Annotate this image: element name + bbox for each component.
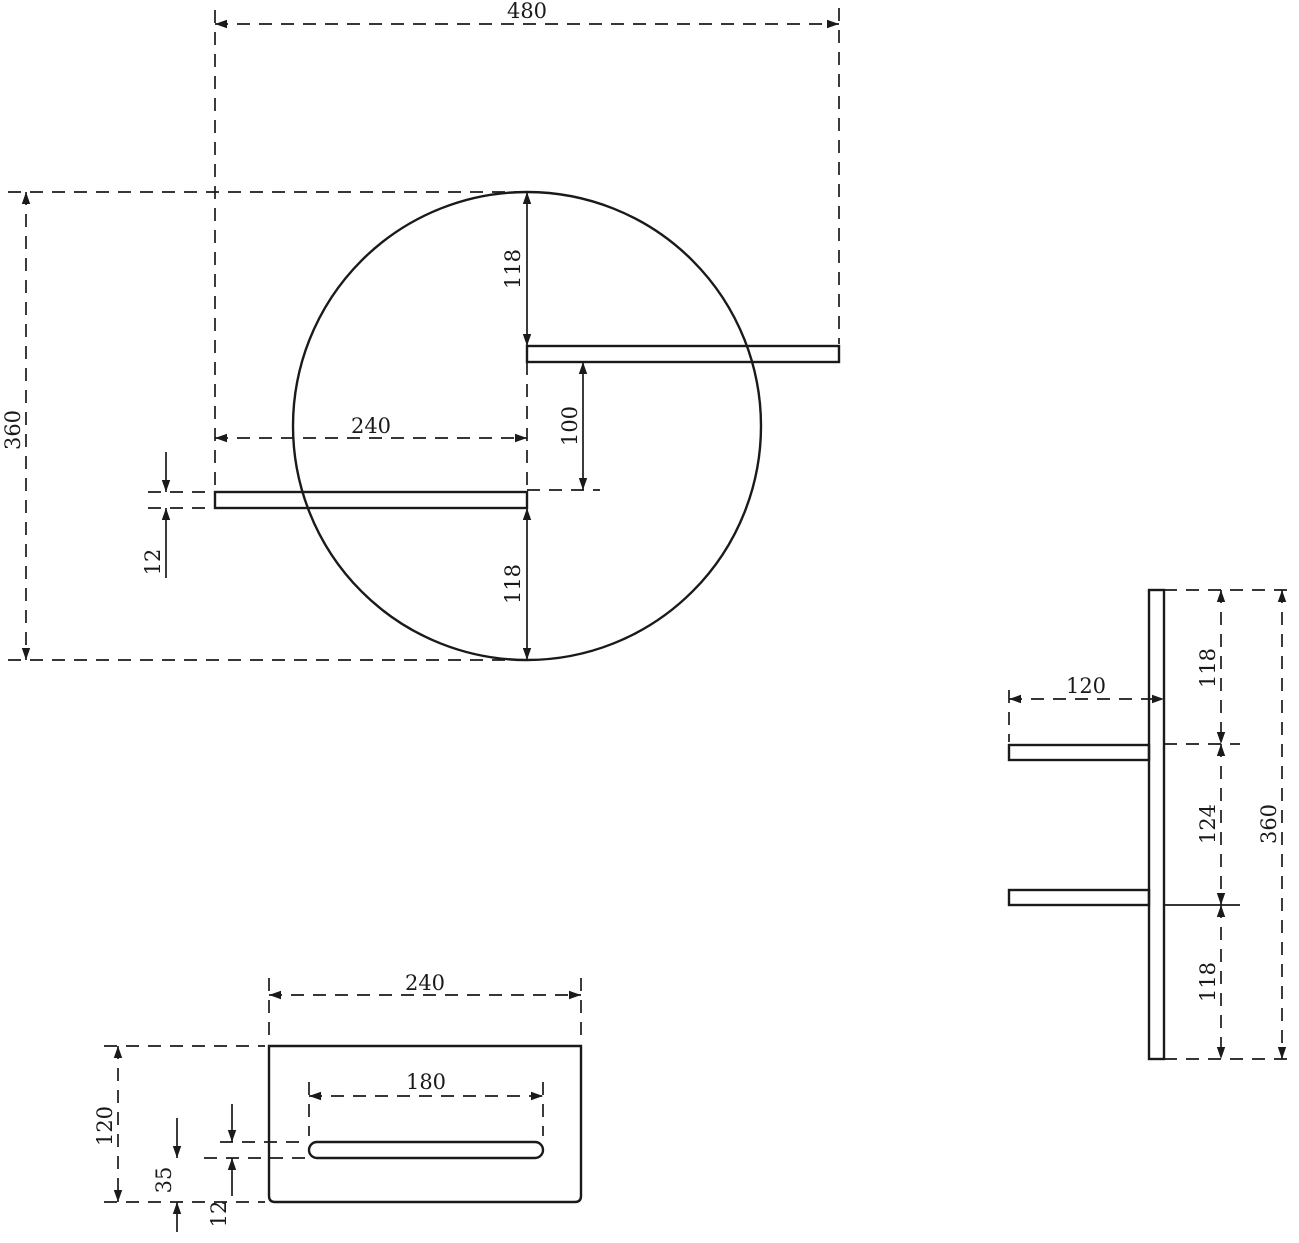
dim-bottom-gap: 118 bbox=[501, 564, 525, 604]
side-lower-shelf bbox=[1007, 888, 1151, 907]
dim-thickness: 12 bbox=[141, 549, 165, 576]
dim-side-depth: 120 bbox=[1066, 674, 1106, 698]
dim-width-total: 480 bbox=[507, 0, 547, 23]
top-slot bbox=[307, 1140, 545, 1160]
dim-side-bottom-gap: 118 bbox=[1196, 962, 1220, 1002]
dim-shelf-offset: 100 bbox=[558, 406, 582, 446]
dim-top-width: 240 bbox=[405, 971, 445, 995]
dim-side-middle-gap: 124 bbox=[1196, 804, 1220, 844]
side-view: 120 118 124 118 360 bbox=[1007, 588, 1296, 1061]
top-view: 240 180 120 35 12 bbox=[93, 971, 583, 1232]
dim-top-depth: 120 bbox=[93, 1106, 117, 1146]
side-upper-shelf bbox=[1007, 743, 1151, 762]
dim-top-gap: 118 bbox=[501, 249, 525, 289]
front-view: 480 360 118 118 240 100 12 bbox=[1, 0, 841, 662]
dim-side-top-gap: 118 bbox=[1196, 648, 1220, 688]
dim-slot-offset: 35 bbox=[152, 1167, 176, 1194]
dim-shelf-length: 240 bbox=[351, 414, 391, 438]
dim-side-height-total: 360 bbox=[1257, 804, 1281, 844]
lower-shelf bbox=[213, 490, 529, 510]
top-shelf-plate bbox=[267, 1044, 583, 1204]
upper-shelf bbox=[525, 344, 841, 364]
dim-slot-width: 12 bbox=[207, 1201, 231, 1228]
dim-slot-length: 180 bbox=[406, 1070, 446, 1094]
side-back-panel bbox=[1147, 588, 1166, 1061]
dim-height-total: 360 bbox=[1, 410, 25, 450]
